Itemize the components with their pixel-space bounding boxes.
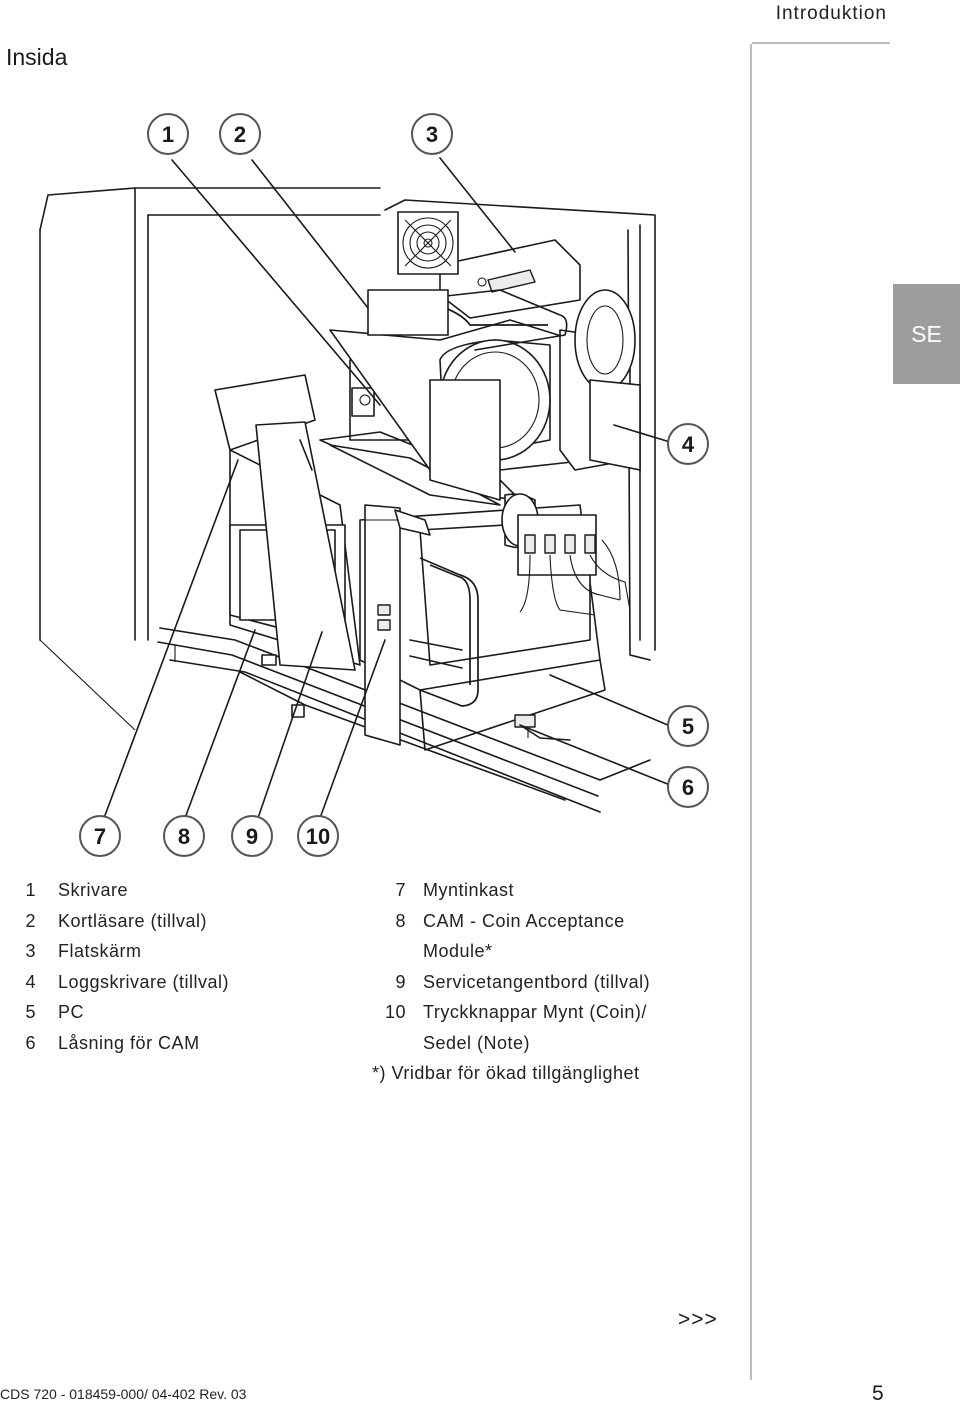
svg-text:6: 6	[682, 775, 694, 800]
pc-handle	[409, 557, 479, 707]
legend-item: 5 PC	[22, 997, 352, 1028]
legend-label: Servicetangentbord (tillval)	[423, 971, 651, 992]
margin-rule	[750, 44, 752, 1380]
legend-number: 4	[25, 971, 36, 992]
legend-label: Module*	[423, 941, 493, 961]
svg-text:3: 3	[426, 122, 438, 147]
legend-item: 9 Servicetangentbord (tillval)	[372, 967, 732, 998]
svg-text:7: 7	[94, 824, 106, 849]
legend-item: 8 CAM - Coin Acceptance	[372, 906, 732, 937]
callout-2: 2	[219, 113, 261, 155]
cam-module	[214, 374, 361, 671]
legend-item-continued: Sedel (Note)	[372, 1028, 732, 1059]
legend-item: 10 Tryckknappar Mynt (Coin)/	[372, 997, 732, 1028]
callout-10: 10	[297, 815, 339, 857]
fan	[397, 211, 459, 275]
legend-number: 2	[25, 910, 36, 931]
legend-item: 2 Kortläsare (tillval)	[22, 906, 352, 937]
machine-illustration: .ln { fill: none; stroke: #1a1a1a; strok…	[39, 113, 709, 857]
leader-lines	[103, 157, 671, 819]
language-tab: SE	[893, 284, 960, 384]
document-code: CDS 720 - 018459-000/ 04-402 Rev. 03	[0, 1386, 247, 1402]
legend-number: 3	[25, 941, 36, 961]
svg-text:10: 10	[306, 824, 330, 849]
legend-label: Tryckknappar Mynt (Coin)/	[423, 1002, 647, 1022]
legend-number: 6	[25, 1032, 36, 1053]
callout-6: 6	[667, 766, 709, 808]
legend-label: Myntinkast	[423, 880, 515, 900]
legend-number: 9	[395, 971, 406, 992]
svg-text:4: 4	[682, 432, 695, 457]
svg-text:5: 5	[682, 714, 694, 739]
card-reader	[367, 239, 581, 351]
header-rule	[752, 42, 890, 44]
legend-label: PC	[58, 1002, 85, 1022]
cabling	[517, 514, 631, 616]
legend-label: Skrivare	[58, 880, 129, 900]
chapter-title: Introduktion	[775, 3, 887, 24]
legend-footnote: *) Vridbar för ökad tillgänglighet	[372, 1063, 640, 1083]
callout-8: 8	[163, 815, 205, 857]
legend-label: Flatskärm	[58, 941, 142, 961]
legend-number: 1	[25, 880, 36, 900]
legend-number: 10	[384, 1002, 406, 1022]
legend-label: CAM - Coin Acceptance	[423, 910, 625, 931]
callout-1: 1	[147, 113, 189, 155]
legend-label: Loggskrivare (tillval)	[58, 971, 230, 992]
svg-text:9: 9	[246, 824, 258, 849]
continue-marker: >>>	[678, 1308, 718, 1331]
legend-item: 1 Skrivare	[22, 875, 352, 906]
legend-item-continued: Module*	[372, 936, 732, 967]
svg-text:2: 2	[234, 122, 246, 147]
legend-label: Kortläsare (tillval)	[58, 910, 208, 931]
legend-item: 7 Myntinkast	[372, 875, 732, 906]
cabinet-outline	[39, 187, 656, 731]
legend-number: 5	[25, 1002, 36, 1022]
callout-5: 5	[667, 705, 709, 747]
callout-3: 3	[411, 113, 453, 155]
legend-number: 8	[395, 910, 406, 931]
legend-right: 7 Myntinkast 8 CAM - Coin Acceptance Mod…	[372, 875, 732, 1089]
page-number: 5	[872, 1382, 884, 1405]
svg-text:8: 8	[178, 824, 190, 849]
legend-item: 4 Loggskrivare (tillval)	[22, 967, 352, 998]
service-keypad	[364, 504, 401, 746]
legend-number: 7	[395, 880, 406, 900]
callout-9: 9	[231, 815, 273, 857]
svg-text:1: 1	[162, 122, 174, 147]
section-title: Insida	[6, 44, 68, 70]
legend-item: 3 Flatskärm	[22, 936, 352, 967]
legend-label: Sedel (Note)	[423, 1032, 531, 1053]
callout-4: 4	[667, 423, 709, 465]
slide-rails	[157, 627, 651, 813]
callout-7: 7	[79, 815, 121, 857]
log-printer	[559, 289, 641, 471]
legend-left: 1 Skrivare 2 Kortläsare (tillval) 3 Flat…	[22, 875, 352, 1058]
legend-label: Låsning för CAM	[58, 1032, 200, 1053]
legend-item: 6 Låsning för CAM	[22, 1028, 352, 1059]
